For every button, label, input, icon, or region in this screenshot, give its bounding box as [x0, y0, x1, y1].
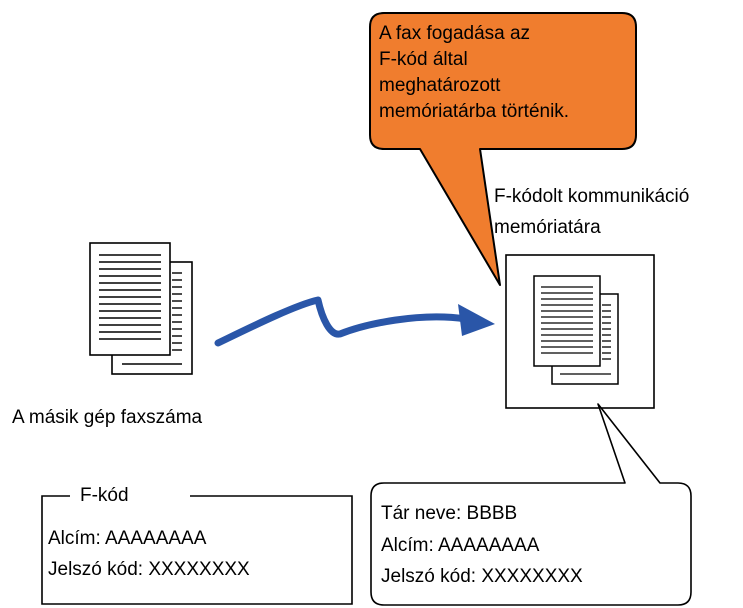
info-password: Jelszó kód: XXXXXXXX	[381, 566, 583, 587]
sender-fax-number-label: A másik gép faxszáma	[12, 407, 203, 428]
fcode-box-legend: F-kód	[80, 485, 129, 506]
callout-line: A fax fogadása az	[379, 23, 531, 44]
fcode-subaddress: Alcím: AAAAAAAA	[48, 528, 207, 549]
document-stack-icon	[533, 275, 619, 385]
info-bubble	[370, 403, 692, 606]
memory-box-label-line1: F-kódolt kommunikáció	[494, 186, 690, 207]
callout-line: F-kód által	[379, 49, 468, 70]
callout-line: meghatározott	[379, 75, 501, 96]
info-box-name: Tár neve: BBBB	[381, 503, 518, 524]
callout-text: A fax fogadása az F-kód által meghatároz…	[379, 21, 629, 125]
document-stack-icon	[89, 242, 193, 375]
memory-box-label-line2: memóriatára	[494, 217, 601, 238]
transmission-arrow-icon	[214, 296, 495, 347]
callout-bubble	[369, 12, 637, 286]
callout-line: memóriatárba történik.	[379, 101, 570, 122]
fcode-password: Jelszó kód: XXXXXXXX	[48, 559, 250, 580]
info-subaddress: Alcím: AAAAAAAA	[381, 535, 540, 556]
fcode-box-border	[41, 495, 353, 605]
